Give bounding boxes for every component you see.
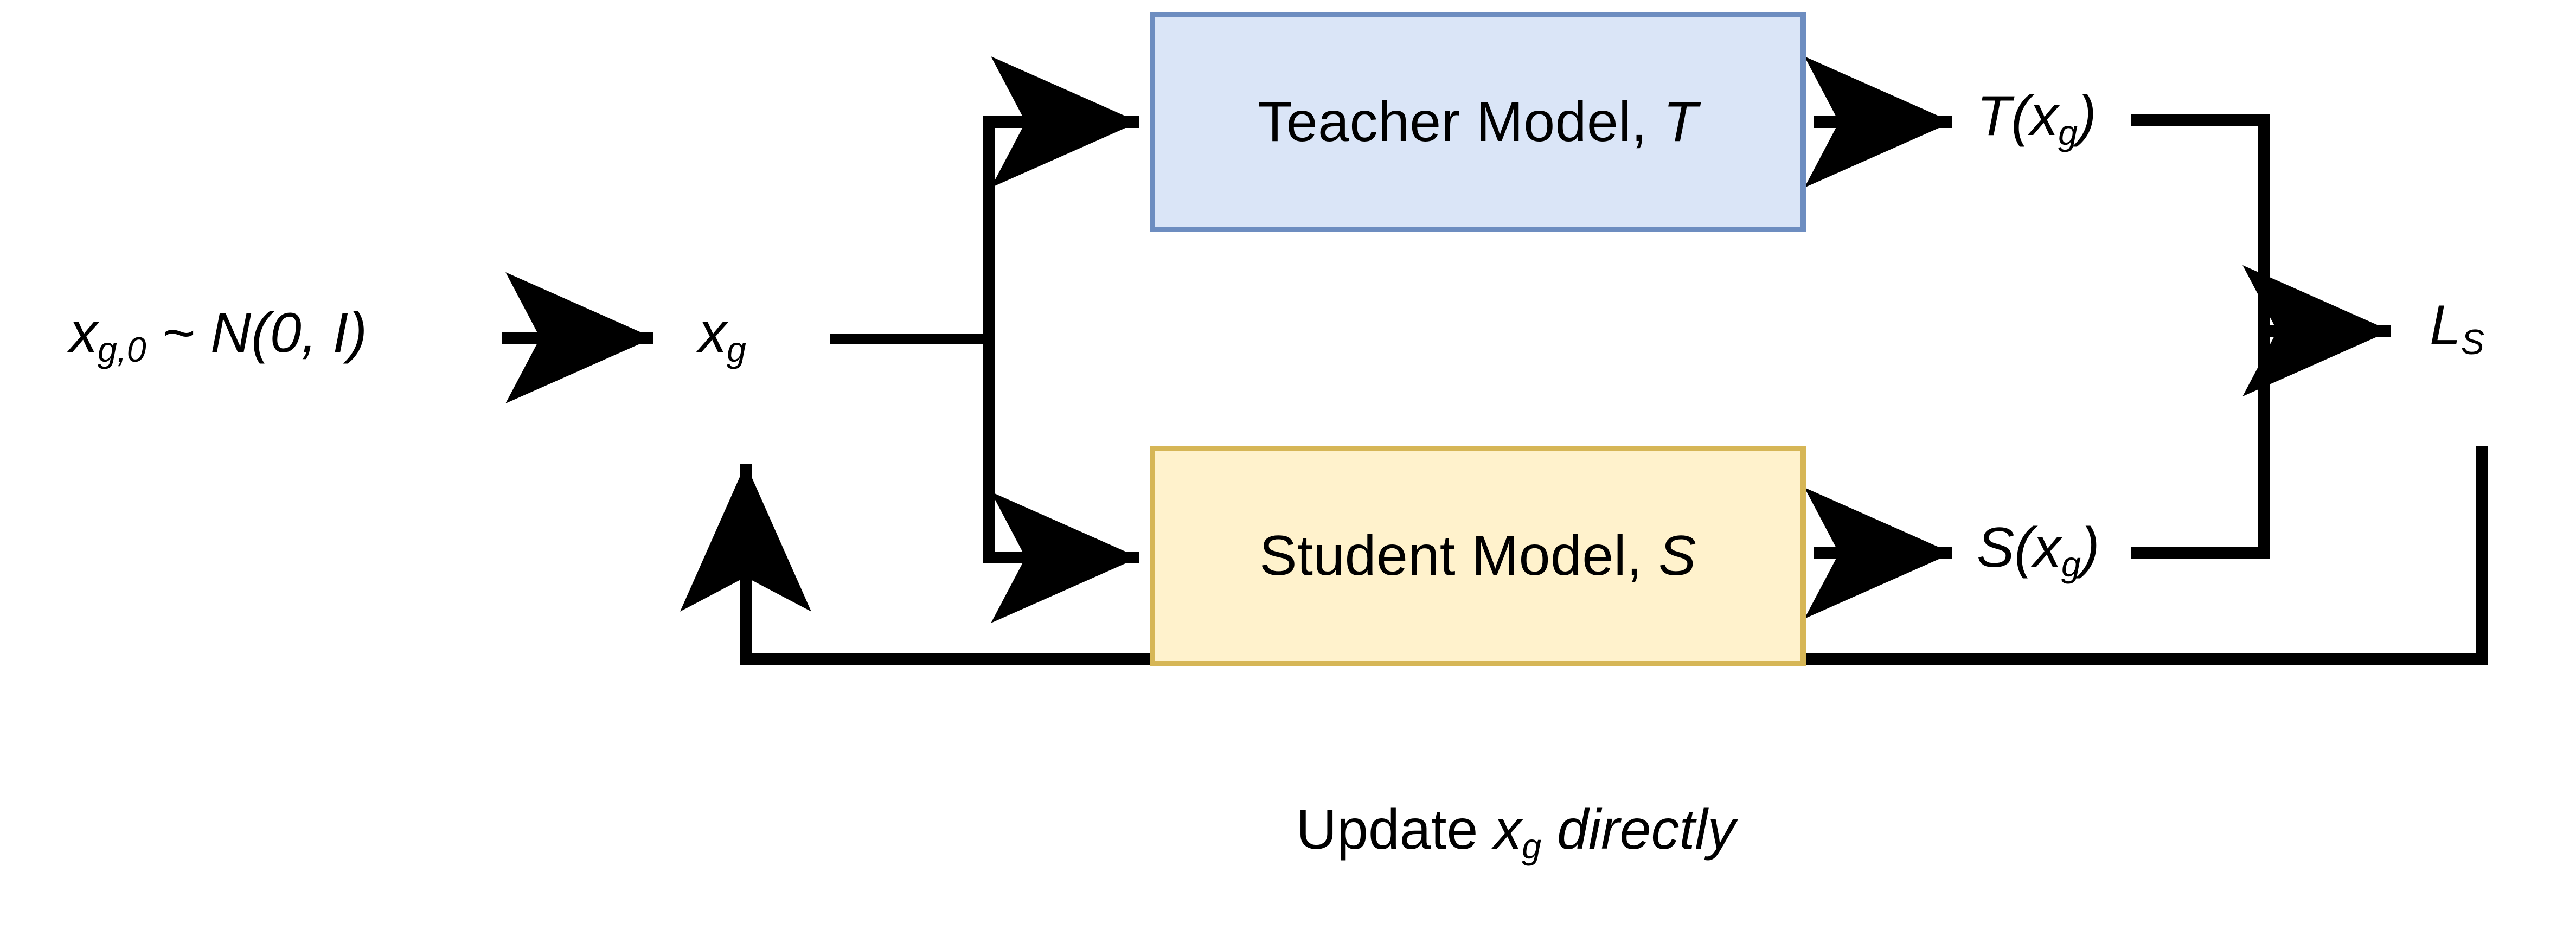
label-student-output: S(xg) bbox=[1977, 516, 2100, 585]
label-loss-subscript: S bbox=[2460, 323, 2484, 362]
node-student-label: Student Model, S bbox=[1259, 524, 1696, 587]
label-noise-input-subscript: g,0 bbox=[98, 330, 146, 370]
label-latent-subscript: g bbox=[727, 330, 746, 370]
label-feedback: Update xg directly bbox=[1296, 798, 1736, 867]
label-feedback-subscript: g bbox=[1522, 827, 1542, 867]
label-feedback-plain: Update bbox=[1296, 798, 1494, 861]
node-student-symbol: S bbox=[1658, 524, 1696, 587]
label-teacher-output-subscript: g bbox=[2058, 113, 2078, 153]
edge-teacher-output-to-merge bbox=[2131, 114, 2270, 336]
label-noise-input: xg,0 ~ N(0, I) bbox=[69, 302, 368, 370]
label-loss: LS bbox=[2430, 294, 2484, 362]
label-latent-xg: xg bbox=[699, 302, 746, 370]
label-student-output-subscript: g bbox=[2061, 545, 2081, 585]
label-teacher-output: T(xg) bbox=[1977, 85, 2097, 153]
node-teacher-model[interactable]: Teacher Model, T bbox=[1150, 12, 1806, 232]
node-teacher-symbol: T bbox=[1663, 90, 1698, 153]
node-student-model[interactable]: Student Model, S bbox=[1150, 446, 1806, 666]
edge-student-output-to-merge bbox=[2131, 336, 2270, 559]
node-teacher-label: Teacher Model, T bbox=[1258, 90, 1698, 153]
